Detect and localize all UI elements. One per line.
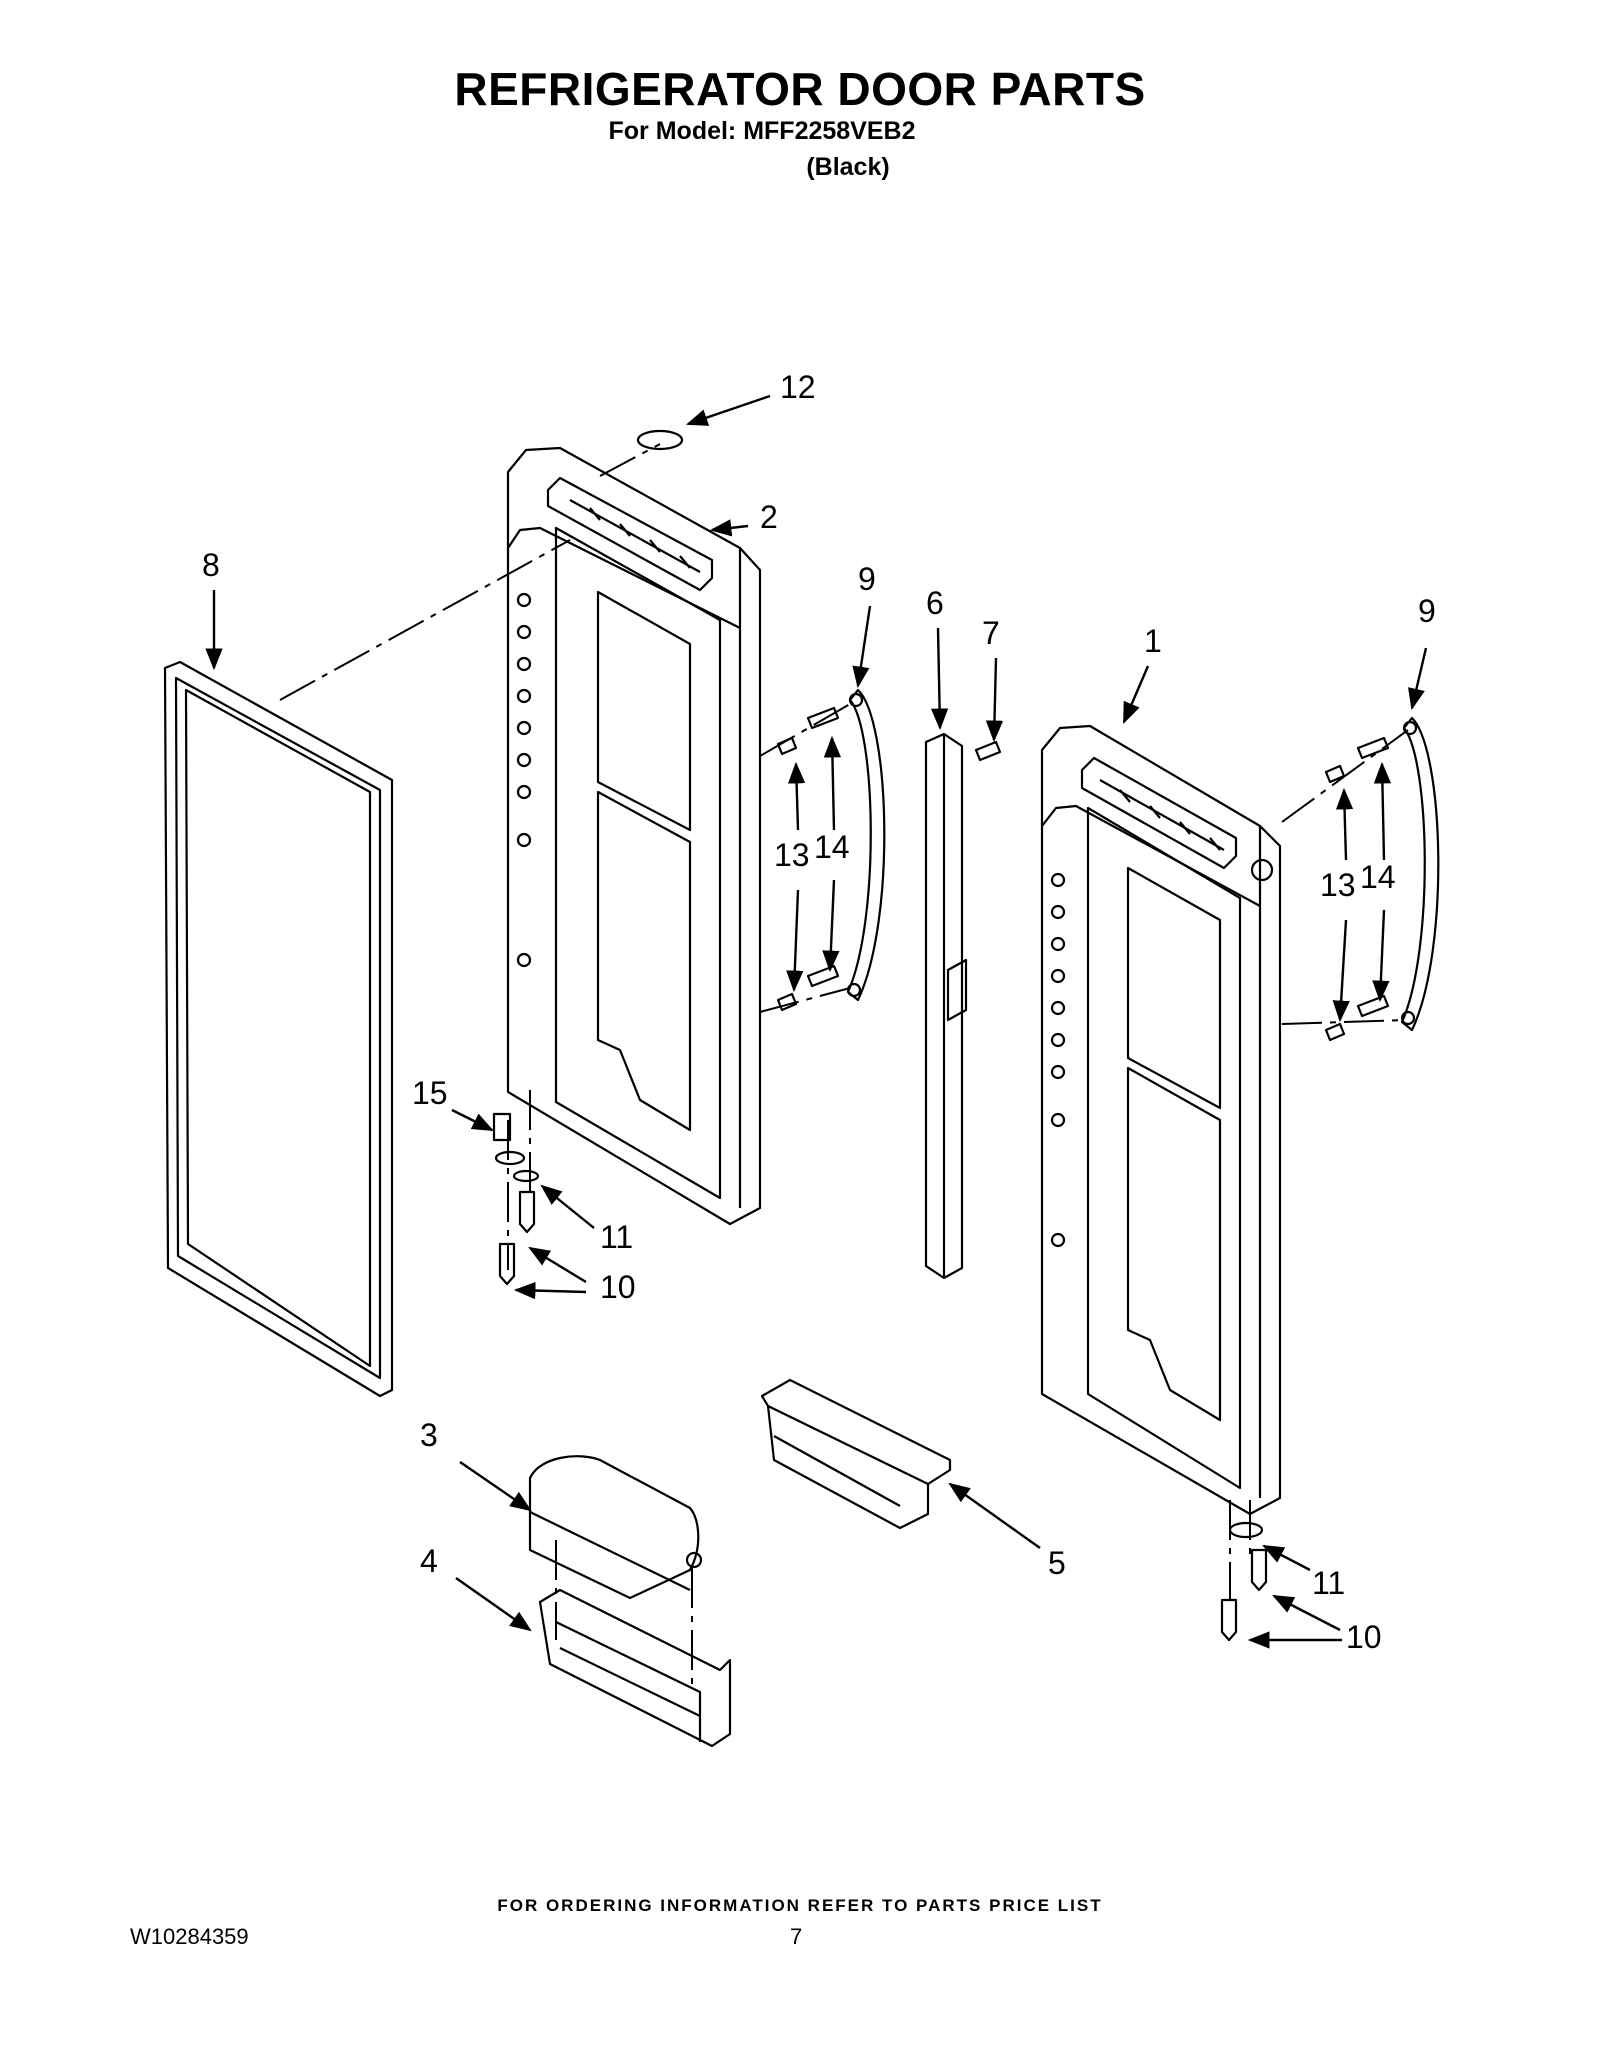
callout-11-left: 11 — [600, 1219, 633, 1255]
o-ring-part-12 — [636, 429, 684, 451]
callout-1: 1 — [1144, 623, 1162, 659]
callout-2: 2 — [760, 499, 778, 535]
color-variant: (Black) — [806, 153, 890, 181]
callout-3: 3 — [420, 1417, 438, 1453]
callout-14-right: 14 — [1360, 859, 1396, 895]
callout-6: 6 — [926, 585, 944, 621]
page-number: 7 — [790, 1924, 803, 1949]
callout-7: 7 — [982, 615, 1000, 651]
hinge-hardware-right — [1220, 1521, 1268, 1642]
callout-10-right: 10 — [1346, 1619, 1382, 1655]
mullion-part-6 — [924, 732, 968, 1280]
model-subtitle: For Model: MFF2258VEB2 — [608, 117, 916, 145]
callout-15: 15 — [412, 1075, 448, 1111]
callout-9-left: 9 — [858, 561, 876, 597]
callout-labels: 12 2 8 9 6 7 1 9 13 14 13 14 15 11 10 3 … — [202, 369, 1436, 1655]
callout-10-left: 10 — [600, 1269, 636, 1305]
callout-8: 8 — [202, 547, 220, 583]
callout-4: 4 — [420, 1543, 438, 1579]
door-bin-part-5 — [760, 1378, 952, 1530]
callout-5: 5 — [1048, 1545, 1066, 1581]
callout-12: 12 — [780, 369, 816, 405]
left-door-liner-part-2 — [506, 446, 762, 1226]
door-shelf-bumps-left — [516, 592, 532, 968]
hinge-hardware-left — [492, 1112, 540, 1286]
dairy-cover-part-3 — [528, 1455, 703, 1600]
handle-part-9-right — [1400, 716, 1440, 1032]
callout-13-left: 13 — [774, 837, 810, 873]
callout-13-right: 13 — [1320, 867, 1356, 903]
exploded-view-center-lines — [279, 443, 1409, 1690]
callout-11-right: 11 — [1312, 1565, 1345, 1601]
dairy-bin-part-4 — [538, 1588, 732, 1748]
page-title: REFRIGERATOR DOOR PARTS — [454, 63, 1146, 115]
document-number: W10284359 — [130, 1924, 249, 1949]
callout-14-left: 14 — [814, 829, 850, 865]
ordering-note: FOR ORDERING INFORMATION REFER TO PARTS … — [497, 1896, 1103, 1915]
door-shelf-bumps-right — [1050, 872, 1066, 1248]
right-door-liner-part-1 — [1040, 724, 1282, 1516]
callout-leader-arrows — [205, 394, 1428, 1649]
handle-part-9-left — [846, 688, 886, 1002]
door-gasket-part-8 — [163, 660, 394, 1398]
callout-9-right: 9 — [1418, 593, 1436, 629]
